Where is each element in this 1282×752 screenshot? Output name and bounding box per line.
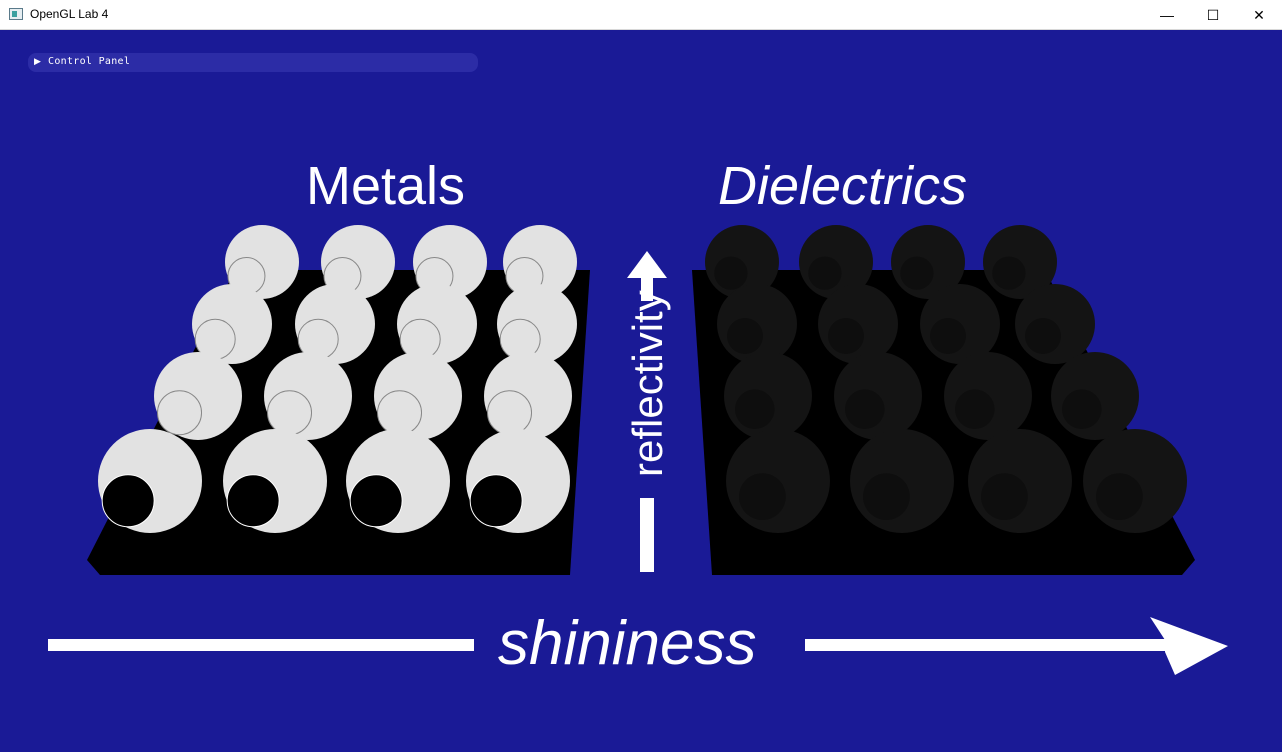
reflectivity-arrow-shaft-lower <box>640 498 654 572</box>
dielectric-sphere <box>834 352 922 440</box>
app-icon <box>9 8 23 20</box>
metal-sphere <box>154 352 242 440</box>
close-button[interactable]: ✕ <box>1253 7 1265 23</box>
metal-sphere <box>192 284 272 364</box>
shininess-label: shininess <box>498 609 756 678</box>
dielectric-spheres-group <box>705 225 1187 533</box>
dielectric-sphere <box>726 429 830 533</box>
window-title: OpenGL Lab 4 <box>30 7 109 21</box>
dielectric-sphere <box>920 284 1000 364</box>
expand-arrow-icon: ▶ <box>34 56 41 66</box>
dielectric-sphere <box>1083 429 1187 533</box>
dielectric-sphere <box>705 225 779 299</box>
metal-sphere <box>223 429 327 533</box>
shininess-arrowhead <box>1150 617 1228 675</box>
reflectivity-arrow-shaft-upper <box>641 275 653 301</box>
minimize-button[interactable]: — <box>1160 7 1174 23</box>
dielectric-sphere <box>799 225 873 299</box>
metal-sphere <box>346 429 450 533</box>
metal-sphere <box>374 352 462 440</box>
metal-sphere <box>497 284 577 364</box>
metal-spheres-group <box>98 225 577 533</box>
metals-label: Metals <box>306 156 465 216</box>
metal-sphere <box>466 429 570 533</box>
control-panel-header[interactable]: ▶ Control Panel <box>28 53 478 72</box>
reflectivity-arrowhead <box>627 251 667 278</box>
metal-sphere <box>397 284 477 364</box>
control-panel-label: Control Panel <box>48 56 131 67</box>
maximize-button[interactable]: ☐ <box>1206 7 1220 23</box>
dielectric-sphere <box>850 429 954 533</box>
reflectivity-label: reflectivity <box>624 290 671 477</box>
dielectric-sphere <box>891 225 965 299</box>
dielectric-sphere <box>724 352 812 440</box>
metal-sphere <box>484 352 572 440</box>
dielectric-sphere <box>1051 352 1139 440</box>
dielectric-sphere <box>968 429 1072 533</box>
metal-sphere <box>321 225 395 299</box>
dielectric-sphere <box>1015 284 1095 364</box>
title-bar: OpenGL Lab 4 — ☐ ✕ <box>0 0 1282 30</box>
dielectrics-label: Dielectrics <box>718 156 967 216</box>
dielectric-sphere <box>983 225 1057 299</box>
shininess-arrow-shaft-right <box>805 639 1175 651</box>
shininess-arrow-shaft-left <box>48 639 474 651</box>
metal-sphere <box>98 429 202 533</box>
dielectric-sphere <box>717 284 797 364</box>
metal-sphere <box>295 284 375 364</box>
dielectric-sphere <box>818 284 898 364</box>
dielectric-sphere <box>944 352 1032 440</box>
metal-sphere <box>264 352 352 440</box>
